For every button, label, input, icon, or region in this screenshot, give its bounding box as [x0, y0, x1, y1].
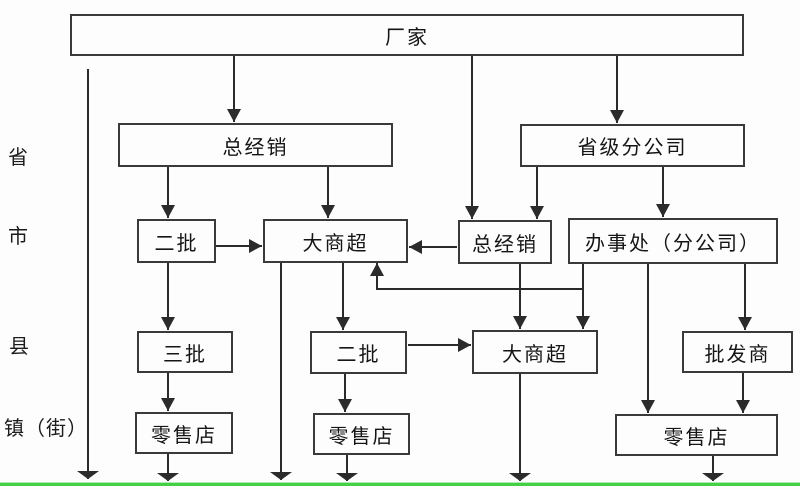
node-label: 二批 — [154, 230, 199, 255]
arrowhead-icon — [409, 240, 422, 254]
node-label: 三批 — [163, 341, 207, 366]
arrowhead-icon — [509, 473, 531, 481]
node-retail-store-left: 零售店 — [135, 412, 233, 454]
arrowhead-icon — [77, 471, 99, 479]
node-label: 二批 — [336, 342, 381, 366]
arrowhead-icon — [513, 316, 527, 329]
arrowhead-icon — [736, 400, 750, 413]
arrowhead-icon — [465, 206, 479, 219]
arrowhead-icon — [738, 317, 752, 330]
arrowhead-icon — [610, 110, 624, 123]
region-label-province: 省 — [8, 145, 29, 169]
arrowhead-icon — [161, 317, 175, 330]
arrowhead-icon — [157, 473, 179, 481]
node-retail-store-middle: 零售店 — [313, 413, 410, 455]
arrowhead-icon — [530, 206, 544, 219]
arrowhead-icon — [161, 398, 175, 411]
arrowhead-icon — [641, 400, 655, 413]
arrowhead-icon — [576, 316, 590, 329]
node-factory: 厂家 — [70, 14, 744, 56]
node-office-branch-company: 办事处（分公司） — [568, 218, 778, 264]
node-third-batch: 三批 — [137, 331, 233, 373]
arrowhead-icon — [458, 338, 471, 352]
arrowhead-icon — [321, 205, 335, 218]
node-label: 批发商 — [704, 341, 771, 366]
node-label: 零售店 — [151, 422, 217, 447]
ground-line — [0, 482, 800, 486]
node-label: 厂家 — [385, 24, 429, 49]
node-second-batch-city: 二批 — [137, 219, 216, 263]
node-wholesaler: 批发商 — [682, 331, 793, 373]
arrowhead-icon — [227, 109, 241, 122]
node-general-distributor-provincial: 总经销 — [118, 123, 393, 167]
arrowhead-icon — [270, 472, 292, 480]
node-label: 办事处（分公司） — [585, 230, 761, 255]
arrowhead-icon — [702, 473, 724, 481]
node-retail-store-right: 零售店 — [615, 414, 778, 456]
node-label: 零售店 — [663, 424, 730, 449]
node-label: 大商超 — [502, 341, 568, 366]
region-label-city: 市 — [8, 224, 29, 248]
node-hypermarket-city: 大商超 — [263, 219, 408, 263]
node-second-batch-county: 二批 — [310, 331, 407, 374]
arrowhead-icon — [249, 239, 262, 253]
edge-office-branch-company-to-hypermarket-city — [376, 263, 584, 290]
arrowhead-icon — [336, 473, 358, 481]
node-provincial-branch-company: 省级分公司 — [520, 124, 745, 167]
region-label-county: 县 — [9, 334, 30, 358]
node-label: 大商超 — [302, 230, 369, 255]
arrowhead-icon — [161, 205, 175, 218]
arrowhead-icon — [370, 263, 384, 276]
node-label: 总经销 — [222, 134, 289, 159]
arrowhead-icon — [656, 204, 670, 217]
node-label: 零售店 — [328, 423, 395, 448]
arrowhead-icon — [336, 317, 350, 330]
node-label: 省级分公司 — [577, 135, 688, 159]
arrowhead-icon — [338, 399, 352, 412]
node-general-distributor-city: 总经销 — [458, 220, 552, 264]
node-hypermarket-county: 大商超 — [472, 330, 598, 374]
region-label-town-street: 镇（街） — [4, 416, 88, 440]
node-label: 总经销 — [472, 231, 538, 256]
